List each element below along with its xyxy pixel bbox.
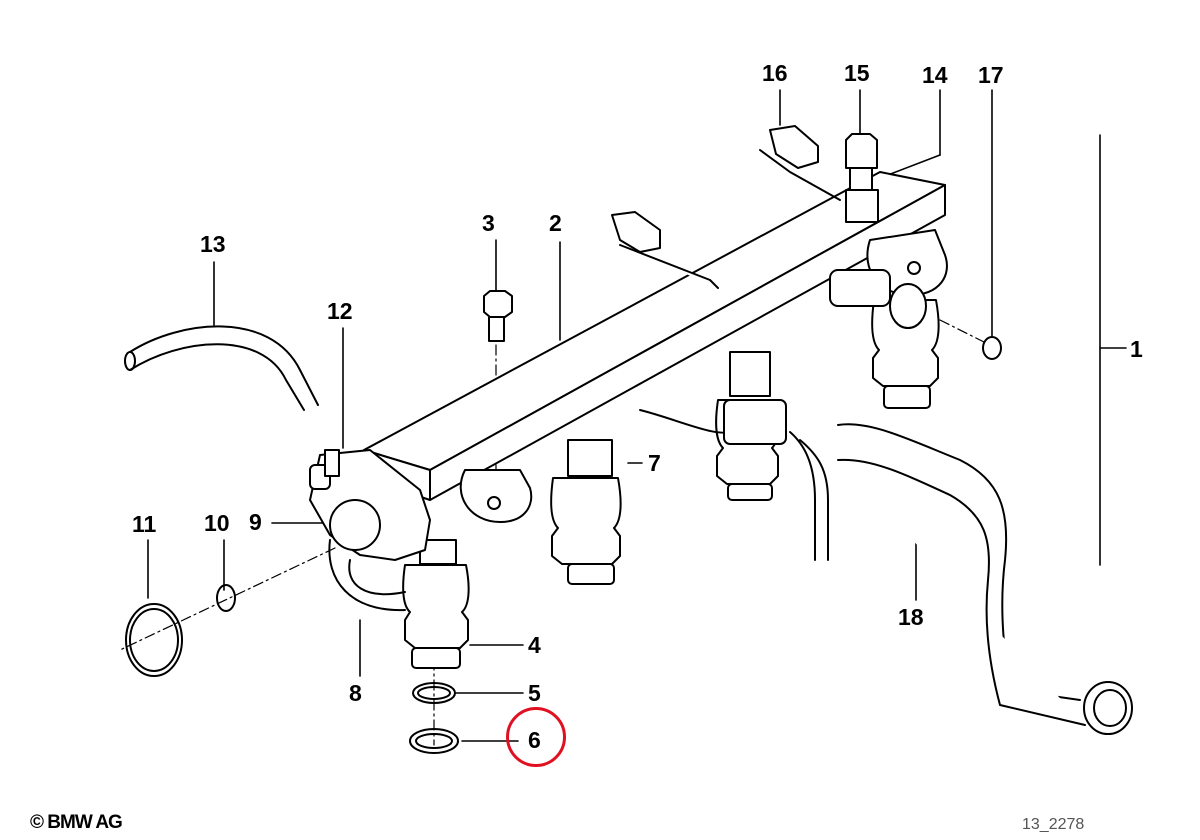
callout-12[interactable]: 12 [327, 298, 353, 324]
return-line [328, 539, 406, 612]
injectors [402, 299, 940, 669]
rear-fitting [829, 269, 1002, 360]
callout-8[interactable]: 8 [349, 680, 362, 706]
feed-pipe [639, 399, 829, 561]
callout-16[interactable]: 16 [762, 60, 788, 86]
callout-4[interactable]: 4 [528, 632, 541, 658]
highlight-circle [506, 707, 566, 767]
callout-5[interactable]: 5 [528, 680, 541, 706]
callout-11[interactable]: 11 [132, 511, 157, 537]
callout-14[interactable]: 14 [922, 62, 948, 88]
seal-rings [125, 584, 459, 754]
callout-15[interactable]: 15 [844, 60, 870, 86]
callout-1[interactable]: 1 [1130, 336, 1143, 362]
connector-fitting [845, 133, 879, 223]
callout-2[interactable]: 2 [549, 210, 562, 236]
callout-18[interactable]: 18 [898, 604, 924, 630]
callout-17[interactable]: 17 [978, 62, 1004, 88]
fuel-hose [837, 423, 1133, 735]
bolt [483, 290, 513, 342]
diagram-id: 13_2278 [1022, 816, 1085, 833]
callout-7[interactable]: 7 [648, 450, 661, 476]
callout-3[interactable]: 3 [482, 210, 495, 236]
vacuum-hose [124, 325, 319, 411]
callout-9[interactable]: 9 [249, 509, 262, 535]
copyright-text: © BMW AG [30, 812, 123, 833]
callout-10[interactable]: 10 [204, 510, 230, 536]
leader-lines [147, 89, 1127, 742]
pressure-regulator [309, 449, 431, 561]
callout-13[interactable]: 13 [200, 231, 226, 257]
fuel-rail [363, 171, 946, 501]
rail-clips [611, 125, 841, 289]
